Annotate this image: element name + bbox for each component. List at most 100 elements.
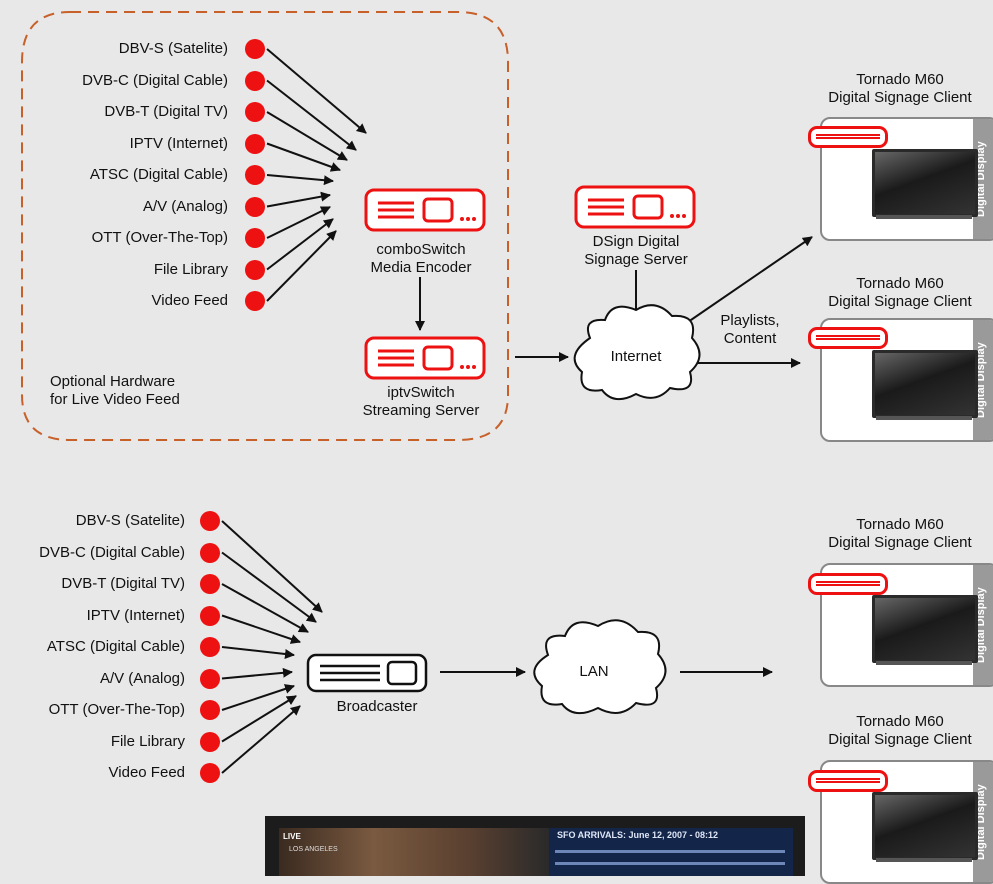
digital-display: Digital Display [820, 563, 993, 687]
source-label: DVB-T (Digital TV) [61, 575, 185, 592]
source-arrow [266, 191, 331, 208]
source-dot [245, 102, 265, 122]
source-label: DVB-C (Digital Cable) [39, 543, 185, 561]
comboswitch-device [364, 188, 486, 232]
top-source-arrows [266, 48, 367, 302]
source-label: A/V (Analog) [99, 669, 185, 687]
dsign-device [574, 185, 696, 229]
source-arrow [266, 218, 334, 271]
display-band [973, 565, 993, 685]
source-label: OTT (Over-The-Top) [48, 701, 185, 718]
source-dot [245, 39, 265, 59]
source-arrow [266, 142, 341, 172]
display-band [973, 762, 993, 882]
source-arrow [221, 614, 301, 644]
tornado-client-device [808, 770, 888, 792]
playlists-label: Playlists,Content [720, 312, 780, 347]
tv-icon [872, 350, 978, 418]
source-dot [245, 228, 265, 248]
arrow-internet-to-client-1 [687, 236, 813, 323]
source-dot [200, 668, 220, 689]
internet-label: Internet [610, 348, 662, 365]
source-label: File Library [153, 260, 228, 278]
source-dot [245, 291, 265, 311]
display-band [973, 119, 993, 239]
tornado-client-device [808, 126, 888, 148]
digital-display: Digital Display [820, 117, 993, 241]
source-label: IPTV (Internet) [129, 134, 228, 152]
source-label: A/V (Analog) [142, 197, 228, 215]
source-arrow [221, 705, 301, 774]
photo-badge-sub: LOS ANGELES [289, 846, 338, 853]
source-arrow [221, 695, 297, 743]
arrivals-photo: LIVE LOS ANGELES SFO ARRIVALS: June 12, … [265, 816, 805, 876]
photo-video-area [279, 828, 549, 876]
source-label: DVB-C (Digital Cable) [82, 71, 228, 89]
source-dot [200, 542, 220, 563]
source-dot [200, 605, 220, 626]
source-arrow [266, 111, 348, 161]
source-arrow [266, 174, 334, 186]
digital-display: Digital Display [820, 760, 993, 884]
source-label: DBV-S (Satelite) [118, 40, 228, 57]
source-label: File Library [110, 732, 185, 750]
iptvswitch-device [364, 336, 486, 380]
internet-cloud [573, 304, 701, 401]
tv-stand [876, 416, 972, 420]
source-arrow [266, 79, 357, 151]
source-label: Video Feed [151, 292, 228, 309]
broadcaster-device [306, 653, 428, 693]
source-label: DBV-S (Satelite) [75, 512, 185, 529]
source-arrow [266, 206, 331, 239]
source-dot [200, 574, 220, 594]
display-band [973, 320, 993, 440]
source-dot [245, 259, 265, 280]
broadcaster-label: Broadcaster [336, 698, 418, 715]
tv-icon [872, 595, 978, 663]
photo-badge: LIVE [283, 832, 301, 841]
source-label: OTT (Over-The-Top) [91, 229, 228, 246]
source-arrow [221, 583, 309, 633]
source-dot [245, 196, 265, 217]
tv-icon [872, 149, 978, 217]
source-arrow [221, 667, 293, 680]
photo-title: SFO ARRIVALS: June 12, 2007 - 08:12 [557, 830, 719, 840]
source-arrow [221, 551, 317, 623]
source-arrow [266, 48, 367, 134]
tv-stand [876, 215, 972, 219]
source-dot [245, 133, 265, 154]
source-label: ATSC (Digital Cable) [46, 638, 185, 655]
source-label: DVB-T (Digital TV) [104, 103, 228, 120]
tv-icon [872, 792, 978, 860]
source-label: Video Feed [108, 764, 185, 781]
source-arrow [221, 646, 295, 659]
tornado-client-device [808, 327, 888, 349]
source-dot [245, 165, 265, 185]
bottom-source-arrows [221, 520, 323, 774]
tv-stand [876, 661, 972, 665]
source-arrow [221, 684, 295, 711]
photo-board-row [555, 862, 785, 865]
lan-label: LAN [579, 663, 609, 680]
source-label: IPTV (Internet) [86, 606, 185, 624]
source-arrow [266, 230, 337, 302]
source-dot [200, 637, 220, 657]
photo-board-row [555, 850, 785, 853]
optional-hardware-boundary [21, 11, 509, 441]
source-dot [200, 511, 220, 531]
tv-stand [876, 858, 972, 862]
source-label: ATSC (Digital Cable) [89, 166, 228, 183]
source-dot [200, 700, 220, 720]
tornado-client-device [808, 573, 888, 595]
lan-cloud [533, 619, 667, 715]
